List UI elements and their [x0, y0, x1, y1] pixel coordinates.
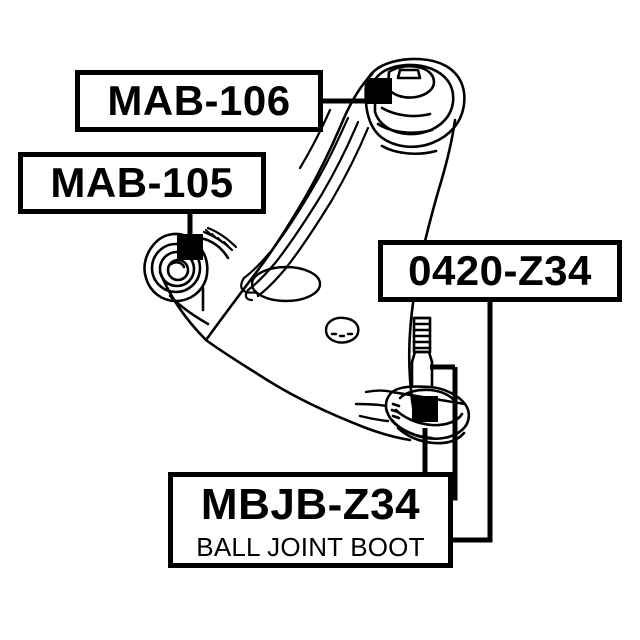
marker-mab106 — [366, 78, 392, 104]
callout-code-mab106: MAB-106 — [107, 77, 291, 124]
marker-ball-joint — [412, 396, 438, 422]
callout-code-0420-z34: 0420-Z34 — [408, 247, 592, 294]
front-bushing — [143, 232, 230, 326]
callout-box-0420-z34[interactable]: 0420-Z34 — [378, 240, 622, 302]
callout-markers — [177, 78, 438, 422]
arm-oval-hole — [250, 265, 322, 303]
callout-code-mbjb-z34: MBJB-Z34 — [200, 480, 421, 529]
callout-code-mab105: MAB-105 — [50, 159, 234, 206]
callout-box-mab106[interactable]: MAB-106 — [75, 70, 323, 132]
ball-joint-assembly — [384, 316, 471, 445]
callout-subtitle-mbjb-z34: BALL JOINT BOOT — [196, 532, 425, 562]
bushing-tab-detail — [202, 226, 238, 252]
rear-bushing-eye — [364, 57, 466, 156]
callout-box-mab105[interactable]: MAB-105 — [18, 152, 266, 214]
arm-ball-joint-neck — [354, 389, 394, 423]
leader-0420-outer — [451, 302, 493, 543]
arm-dimple-detail — [324, 316, 360, 344]
marker-mab105 — [177, 234, 203, 260]
callout-box-mbjb-z34[interactable]: MBJB-Z34 BALL JOINT BOOT — [168, 472, 453, 568]
